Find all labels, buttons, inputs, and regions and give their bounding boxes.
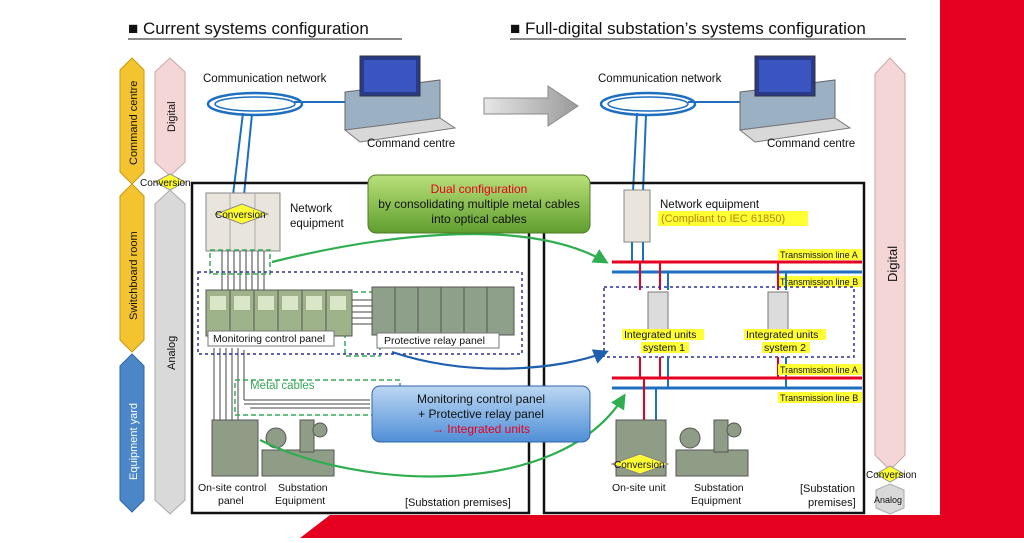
monitoring-control-panel-label: Monitoring control panel bbox=[213, 333, 325, 345]
zone-switchboard-room-label: Switchboard room bbox=[128, 231, 140, 320]
integrated-units-1-label-1: Integrated units bbox=[624, 329, 696, 341]
right-premises-label-2: premises] bbox=[808, 497, 856, 509]
level-digital-right-label: Digital bbox=[885, 246, 900, 282]
transmission-line-b-upper-label: Transmission line B bbox=[780, 277, 858, 287]
right-substation-equipment-label-1: Substation bbox=[694, 482, 744, 494]
level-digital-left-label: Digital bbox=[166, 101, 178, 132]
level-analog-left-label: Analog bbox=[166, 336, 178, 370]
right-network-ring-inner bbox=[607, 96, 689, 112]
dual-configuration-callout bbox=[367, 174, 591, 234]
level-digital-right bbox=[874, 57, 906, 471]
right-premises-label-1: [Substation bbox=[800, 483, 855, 495]
zone-command-centre-label: Command centre bbox=[128, 81, 140, 165]
integrated-unit-1-cabinet bbox=[647, 291, 669, 331]
left-premises-frame bbox=[190, 181, 531, 515]
heading-full-digital: ■ Full-digital substation’s systems conf… bbox=[510, 19, 866, 38]
right-network-equipment-label: Network equipment bbox=[660, 199, 760, 211]
right-network-equipment-cabinet bbox=[623, 189, 651, 243]
integrated-callout-line-1: Monitoring control panel bbox=[417, 392, 545, 406]
left-conversion-label: Conversion bbox=[215, 210, 266, 221]
integrated-callout-result: → Integrated units bbox=[432, 422, 530, 436]
level-analog-right bbox=[875, 483, 905, 515]
right-network-ring-outer bbox=[599, 91, 697, 117]
cable-highlight-bottom bbox=[234, 379, 401, 416]
left-premises-label: [Substation premises] bbox=[405, 497, 511, 509]
metal-cables-label: Metal cables bbox=[250, 380, 315, 392]
left-substation-equipment-label-1: Substation bbox=[278, 482, 328, 494]
green-arrow-to-network bbox=[271, 232, 609, 264]
transmission-line-a-upper-label: Transmission line A bbox=[780, 250, 858, 260]
integrated-unit-2-cabinet bbox=[767, 291, 789, 331]
protective-relay-panel-row bbox=[371, 286, 515, 336]
transmission-line-b-lower-label: Transmission line B bbox=[780, 393, 858, 403]
metal-cable-bundle bbox=[213, 251, 372, 420]
left-panels-highlight bbox=[197, 271, 523, 355]
right-communication-network-label: Communication network bbox=[598, 73, 722, 85]
right-conversion-label: Conversion bbox=[614, 460, 665, 471]
decorative-red-band bbox=[300, 0, 1024, 538]
right-substation-equipment-label-2: Equipment bbox=[691, 495, 741, 507]
right-substation-equipment bbox=[675, 419, 749, 477]
integrated-units-1-label-2: system 1 bbox=[643, 342, 685, 354]
green-arrow-to-onsite bbox=[259, 393, 626, 478]
left-network-ring-outer bbox=[206, 91, 304, 117]
integrated-units-2-label-2: system 2 bbox=[764, 342, 806, 354]
left-onsite-control-panel-label-2: panel bbox=[218, 495, 244, 507]
left-onsite-control-panel bbox=[211, 419, 259, 477]
right-compliant-label: (Compliant to IEC 61850) bbox=[661, 213, 785, 225]
heading-current: ■ Current systems configuration bbox=[128, 19, 369, 38]
integrated-units-callout bbox=[371, 385, 591, 443]
level-digital-left bbox=[154, 57, 186, 177]
integrated-units-2-label-1: Integrated units bbox=[746, 329, 818, 341]
right-command-centre-console bbox=[738, 55, 852, 143]
level-conversion-left-label: Conversion bbox=[140, 178, 191, 189]
right-onsite-unit-label: On-site unit bbox=[612, 482, 666, 494]
integrated-units-highlight bbox=[603, 286, 855, 358]
transmission-line-a-lower-label: Transmission line A bbox=[780, 365, 858, 375]
left-command-centre-console bbox=[343, 55, 457, 143]
monitoring-control-panel-row bbox=[205, 289, 353, 337]
zone-equipment-yard bbox=[119, 353, 145, 513]
protective-relay-panel-label: Protective relay panel bbox=[384, 335, 485, 347]
dual-configuration-title: Dual configuration bbox=[431, 182, 528, 196]
integrated-callout-line-2: + Protective relay panel bbox=[418, 407, 544, 421]
right-command-centre-label: Command centre bbox=[767, 138, 855, 150]
dual-configuration-line-2: into optical cables bbox=[431, 212, 526, 226]
left-substation-equipment-label-2: Equipment bbox=[275, 495, 325, 507]
left-network-ring-inner bbox=[214, 96, 296, 112]
left-substation-equipment bbox=[261, 419, 335, 477]
level-analog-left bbox=[154, 189, 186, 515]
right-conversion-badge bbox=[610, 453, 670, 475]
left-network-equipment-label-2: equipment bbox=[290, 218, 345, 230]
transition-arrow bbox=[483, 85, 579, 127]
left-communication-network-label: Communication network bbox=[203, 73, 327, 85]
level-conversion-right-label: Conversion bbox=[866, 470, 917, 481]
left-conversion-badge bbox=[214, 203, 270, 225]
conversion-diamond-right bbox=[874, 465, 906, 483]
level-analog-right-label: Analog bbox=[874, 495, 902, 505]
conversion-diamond-left bbox=[153, 173, 187, 191]
blue-arrow-to-integrated bbox=[391, 349, 609, 370]
left-onsite-control-panel-label-1: On-site control bbox=[198, 482, 266, 494]
left-network-equipment-label-1: Network bbox=[290, 203, 332, 215]
cable-highlight-top bbox=[209, 249, 271, 275]
right-premises-frame bbox=[542, 181, 866, 515]
left-command-centre-label: Command centre bbox=[367, 138, 455, 150]
zone-equipment-yard-label: Equipment yard bbox=[128, 403, 140, 480]
zone-command-centre bbox=[119, 57, 145, 185]
zone-switchboard-room bbox=[119, 183, 145, 353]
dual-configuration-line-1: by consolidating multiple metal cables bbox=[378, 197, 579, 211]
